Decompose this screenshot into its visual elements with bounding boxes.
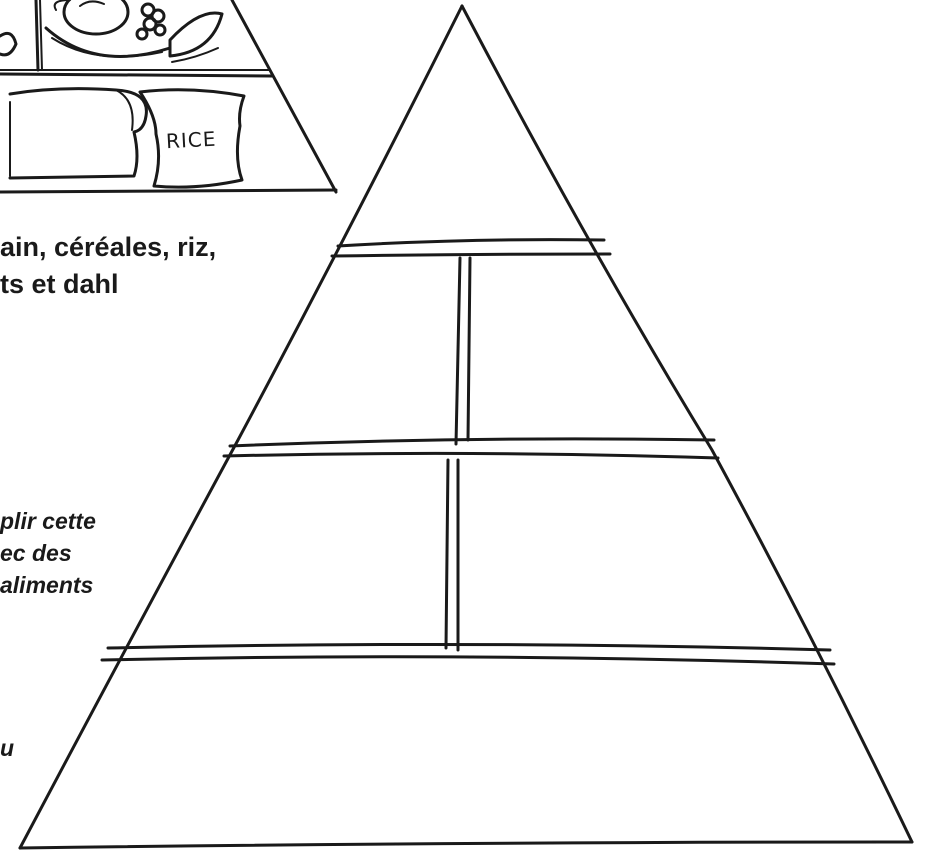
rice-bag-label: RICE xyxy=(165,127,217,154)
instruction-text-line-2: ec des xyxy=(0,540,72,567)
food-group-text-line-2: ts et dahl xyxy=(0,269,119,300)
instruction-text-line-3: aliments xyxy=(0,572,93,599)
fruit-bowl-icon xyxy=(46,0,222,62)
pyramid-base xyxy=(20,842,912,848)
pyramid-left-edge xyxy=(20,6,462,848)
food-group-text-line-1: ain, céréales, riz, xyxy=(0,232,216,263)
reference-pyramid-base xyxy=(0,190,336,192)
instruction-text-line-4: u xyxy=(0,735,14,762)
reference-pyramid-edge xyxy=(232,0,336,192)
tier-divider-1 xyxy=(338,240,604,246)
pyramid-right-edge xyxy=(462,6,912,842)
reference-pyramid-divider xyxy=(0,74,272,76)
tier-divider-2 xyxy=(230,439,714,446)
vegetable-icon xyxy=(0,33,16,55)
tier-3-center-divider xyxy=(446,460,448,648)
bread-loaf-icon xyxy=(10,89,146,178)
instruction-text-line-1: plir cette xyxy=(0,508,96,535)
tier-2-center-divider xyxy=(456,258,460,444)
blank-food-pyramid xyxy=(20,6,912,848)
reference-pyramid-illustration xyxy=(0,0,336,192)
tier-divider-3 xyxy=(108,644,830,650)
